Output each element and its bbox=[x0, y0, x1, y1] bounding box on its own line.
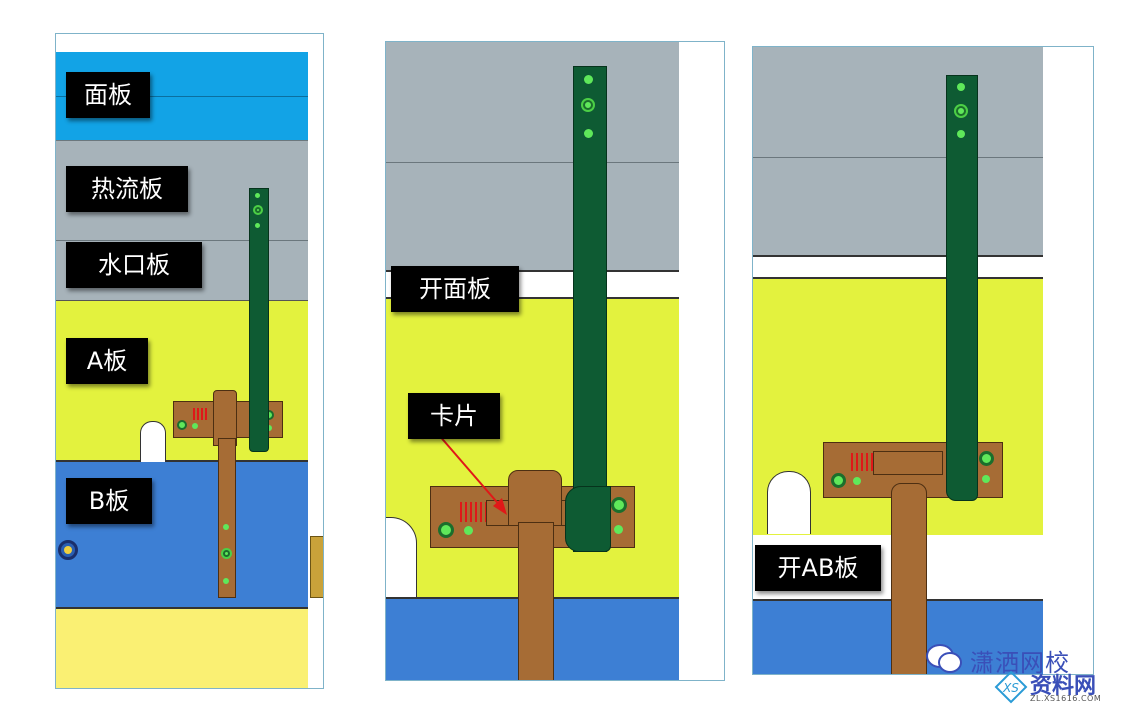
lower-plate-region bbox=[56, 607, 308, 688]
bar-hole bbox=[584, 129, 593, 138]
pull-bar bbox=[573, 66, 607, 552]
label-b-plate: B板 bbox=[66, 478, 152, 524]
panel-mold-closed: 面板 热流板 水口板 A板 B板 bbox=[55, 33, 324, 689]
screw-hole bbox=[982, 475, 990, 483]
pull-bar bbox=[946, 75, 978, 501]
fitting-right bbox=[310, 536, 323, 598]
fitting-left-core bbox=[64, 546, 72, 554]
screw-hole bbox=[266, 425, 272, 431]
panel-open-face-plate: 开面板 卡片 bbox=[385, 41, 725, 681]
screw-hole bbox=[979, 451, 994, 466]
pin bbox=[218, 438, 236, 598]
plate-divider bbox=[56, 96, 308, 97]
screw-hole bbox=[177, 420, 187, 430]
screw-hole bbox=[192, 423, 198, 429]
pin bbox=[518, 522, 554, 680]
label-open-face-plate: 开面板 bbox=[391, 266, 519, 312]
hot-runner-plate-region bbox=[753, 47, 1043, 257]
latch-spring bbox=[193, 408, 207, 420]
pull-bar-hook bbox=[565, 486, 611, 552]
label-hot-runner-plate: 热流板 bbox=[66, 166, 188, 212]
screw-hole bbox=[611, 497, 627, 513]
latch-spring bbox=[460, 502, 486, 522]
plate-divider bbox=[56, 140, 308, 141]
latch-slot bbox=[873, 451, 943, 475]
notch bbox=[386, 517, 417, 599]
bar-hole bbox=[255, 223, 260, 228]
pin-head bbox=[508, 470, 562, 526]
watermark-logo-icon: XS bbox=[994, 670, 1028, 704]
label-open-ab-plate: 开AB板 bbox=[755, 545, 881, 591]
watermark-url: ZL.XS1616.COM bbox=[1030, 694, 1102, 703]
plate-divider bbox=[56, 240, 308, 241]
label-latch: 卡片 bbox=[408, 393, 500, 439]
svg-text:XS: XS bbox=[1002, 681, 1019, 695]
label-face-plate: 面板 bbox=[66, 72, 150, 118]
plate-divider bbox=[386, 162, 679, 163]
label-runner-plate: 水口板 bbox=[66, 242, 202, 288]
right-edge-strip bbox=[308, 34, 323, 688]
screw-hole bbox=[438, 522, 454, 538]
watermark-brand: 潇洒网校 bbox=[970, 649, 1070, 677]
wechat-icon bbox=[926, 644, 962, 673]
notch bbox=[140, 421, 166, 462]
notch bbox=[767, 471, 811, 534]
latch-spring bbox=[851, 453, 873, 471]
hot-runner-plate-region bbox=[386, 42, 679, 272]
bar-hole bbox=[255, 207, 261, 213]
bar-hole bbox=[584, 75, 593, 84]
pin-hole bbox=[223, 550, 230, 557]
screw-hole bbox=[464, 526, 473, 535]
bar-hole bbox=[957, 130, 965, 138]
latch-arrow bbox=[437, 433, 507, 515]
screw-hole bbox=[853, 477, 861, 485]
plate-divider bbox=[753, 157, 1043, 158]
screw-hole bbox=[831, 473, 846, 488]
panel-open-ab-plate: 开AB板 bbox=[752, 46, 1094, 675]
screw-hole bbox=[614, 525, 623, 534]
bar-hole bbox=[583, 100, 593, 110]
bar-hole bbox=[255, 193, 260, 198]
pin bbox=[891, 483, 927, 674]
pin-hole bbox=[223, 524, 229, 530]
pull-bar bbox=[249, 188, 269, 452]
bar-hole bbox=[956, 106, 966, 116]
pin-hole bbox=[223, 578, 229, 584]
watermark-site: 资料网 bbox=[1030, 674, 1097, 699]
pin-head bbox=[213, 390, 237, 446]
bar-hole bbox=[957, 83, 965, 91]
label-a-plate: A板 bbox=[66, 338, 148, 384]
